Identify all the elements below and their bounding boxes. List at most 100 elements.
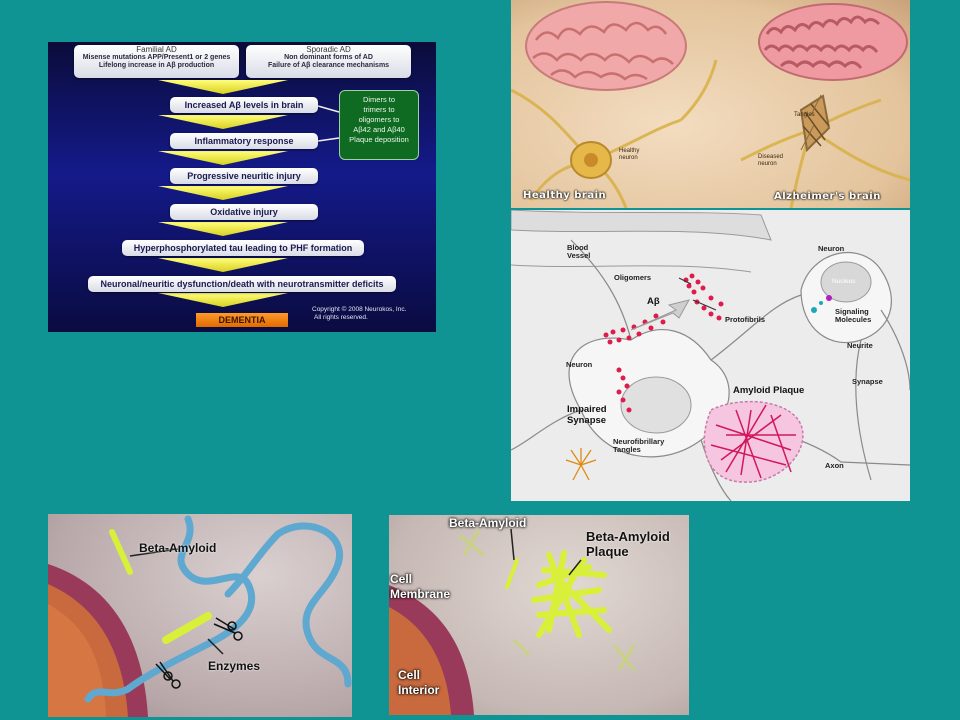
flow-step-2: Inflammatory response — [170, 133, 318, 149]
vessel-wall — [511, 264, 752, 273]
cell-interior — [389, 607, 451, 715]
neurofibrillary-line: Tangles — [613, 445, 641, 454]
flow-arrow — [158, 293, 288, 307]
enzymes-illustration — [48, 515, 352, 717]
cell-interior-line: Cell — [398, 668, 421, 682]
flow-arrow — [158, 222, 288, 236]
pointer-line — [800, 94, 822, 151]
tangles-label: Tangles — [794, 112, 815, 118]
plaque-fibrils — [710, 404, 796, 479]
signaling-molecules — [811, 301, 823, 313]
flow-arrows — [158, 80, 340, 307]
healthy-neuron-label: Healthy neuron — [619, 148, 639, 162]
copyright-line: Copyright © 2008 Neurokos, Inc. — [312, 306, 407, 313]
plaque-label-line: Plaque — [586, 544, 629, 559]
healthy-brain-icon — [525, 1, 687, 91]
impaired-synapse-line: Synapse — [567, 415, 607, 426]
sporadic-ad-line2: Failure of Aβ clearance mechanisms — [267, 62, 390, 69]
neurofibrillary-tangles-label: Neurofibrillary Tangles — [613, 438, 664, 454]
protein-strand — [84, 515, 352, 703]
sporadic-ad-line1: Non dominant forms of AD — [284, 54, 373, 61]
enzymes-label: Enzymes — [208, 659, 261, 673]
beta-amyloid-rod — [109, 529, 212, 644]
healthy-brain-label: Healthy brain — [523, 190, 607, 201]
copyright-line: All rights reserved. — [314, 314, 368, 321]
pathology-diagram-panel: Blood Vessel Neuron Nucleus Oligomers Aβ… — [511, 210, 910, 501]
healthy-neuron-nucleus — [584, 153, 598, 167]
synapse-label: Synapse — [852, 377, 883, 386]
sporadic-ad-title: Sporadic AD — [306, 45, 351, 54]
impaired-synapse-line: Impaired — [567, 404, 607, 415]
neuron-top-label: Neuron — [818, 244, 845, 253]
plaque-label-line: Beta-Amyloid — [586, 529, 670, 544]
familial-ad-line2: Lifelong increase in Aβ production — [98, 62, 215, 69]
cell-membrane-label: Cell Membrane — [390, 572, 450, 602]
flow-arrow — [158, 80, 288, 94]
signaling-molecules-label: Signaling Molecules — [835, 308, 871, 324]
scissors-icon — [155, 617, 243, 689]
label-pointers — [510, 528, 582, 576]
beta-amyloid-label: Beta-Amyloid — [449, 516, 527, 530]
cell-membrane-line: Membrane — [390, 587, 451, 601]
oligomer-note-box: Dimers to trimers to oligomers to Aβ42 a… — [339, 90, 419, 160]
dementia-box: DEMENTIA — [196, 313, 288, 327]
beta-amyloid-rod — [505, 558, 519, 589]
blood-vessel-line: Vessel — [567, 251, 591, 260]
blood-vessel-line: Blood — [567, 243, 589, 252]
sporadic-ad-box: Sporadic AD Non dominant forms of AD Fai… — [246, 45, 411, 78]
cell-core — [48, 604, 106, 717]
plaque-label: Beta-Amyloid Plaque — [586, 529, 670, 559]
flow-step-1: Increased Aβ levels in brain — [170, 97, 318, 113]
blood-vessel — [511, 210, 772, 241]
cell-interior-line: Interior — [398, 683, 440, 697]
flow-step-4: Oxidative injury — [170, 204, 318, 220]
axon-label: Axon — [825, 461, 844, 470]
alzheimers-brain-icon — [758, 3, 908, 81]
nucleus-shape — [820, 261, 872, 303]
amyloid-plaque-label: Amyloid Plaque — [733, 385, 805, 396]
abeta-label: Aβ — [647, 296, 660, 307]
diseased-neuron-label: Diseased neuron — [758, 154, 783, 168]
familial-ad-title: Familial AD — [136, 45, 177, 54]
familial-ad-line1: Misense mutations APP/Present1 or 2 gene… — [82, 54, 231, 61]
neuron-left-label: Neuron — [566, 360, 593, 369]
pathology-illustration — [511, 210, 910, 501]
flow-step-5: Hyperphosphorylated tau leading to PHF f… — [122, 240, 364, 256]
familial-ad-box: Familial AD Misense mutations APP/Presen… — [74, 45, 239, 78]
tangle-lines — [802, 103, 830, 147]
oligomer-note-line: trimers to — [363, 105, 395, 114]
flow-step-3: Progressive neuritic injury — [170, 168, 318, 184]
flow-arrow — [158, 115, 288, 129]
diseased-neuron-line: neuron — [758, 161, 777, 167]
oligomer-note-line: Dimers to — [362, 95, 396, 104]
neurite-label: Neurite — [847, 341, 873, 350]
oligomer-note-line: Plaque deposition — [349, 135, 409, 144]
diseased-neuron-line: Diseased — [758, 154, 784, 160]
beta-amyloid-label: Beta-Amyloid — [139, 541, 217, 555]
oligomer-note-line: Aβ42 and Aβ40 — [353, 125, 405, 134]
label-pointers — [129, 548, 224, 655]
neuron-left-nucleus — [620, 376, 692, 434]
label-pointers — [678, 277, 717, 311]
amyloid-plaque-shape — [703, 400, 804, 483]
enzymes-panel: Beta-Amyloid Enzymes — [48, 514, 352, 717]
flow-step-6: Neuronal/neuritic dysfunction/death with… — [88, 276, 396, 292]
brain-illustration — [511, 1, 910, 208]
oligomers-label: Oligomers — [614, 273, 652, 282]
copyright-text: Copyright © 2008 Neurokos, Inc. All righ… — [312, 306, 406, 322]
flowchart-panel: Familial AD Misense mutations APP/Presen… — [48, 42, 436, 332]
signaling-line: Signaling — [835, 307, 869, 316]
blood-vessel-label: Blood Vessel — [567, 244, 590, 260]
connector-line — [317, 105, 340, 142]
healthy-neuron-line: Healthy — [619, 148, 640, 154]
abeta-arrow — [630, 299, 690, 331]
healthy-neuron-line: neuron — [619, 155, 638, 161]
signaling-line: Molecules — [835, 315, 872, 324]
flow-arrow — [158, 186, 288, 200]
oligomer-note-line: oligomers to — [358, 115, 400, 124]
impaired-synapse-label: Impaired Synapse — [567, 404, 607, 426]
faded-rods — [458, 529, 636, 671]
flow-arrow — [158, 258, 288, 272]
brain-comparison-panel: Healthy neuron Tangles Diseased neuron H… — [511, 0, 910, 208]
cell-interior-label: Cell Interior — [398, 668, 439, 698]
